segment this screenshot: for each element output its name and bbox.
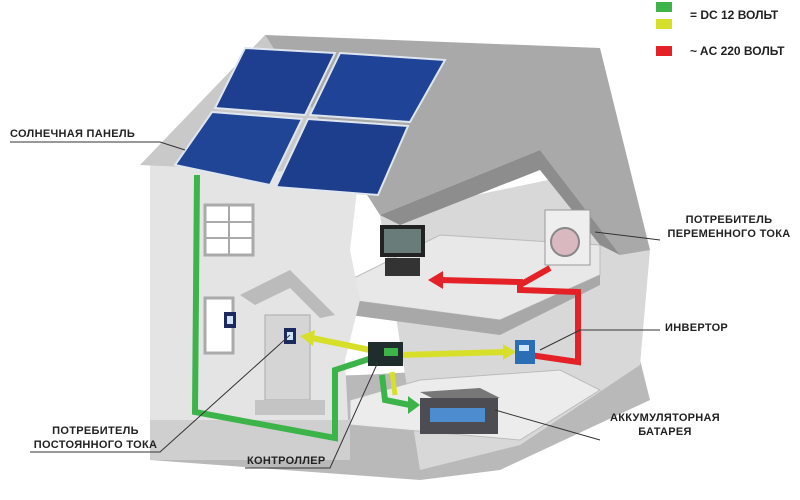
label-dc-consumer-line1: ПОТРЕБИТЕЛЬ: [52, 425, 139, 437]
label-ac-consumer: ПОТРЕБИТЕЛЬ ПЕРЕМЕННОГО ТОКА: [660, 213, 798, 241]
dc-wire-yellow-inverter: [399, 349, 506, 358]
dc-wire-yellow-battery: [389, 371, 398, 396]
label-battery: АККУМУЛЯТОРНАЯ БАТАРЕЯ: [600, 411, 730, 439]
inverter-icon: [515, 340, 535, 364]
wall-lamp-icon: [284, 328, 296, 344]
label-solar-panel: СОЛНЕЧНАЯ ПАНЕЛЬ: [10, 128, 136, 140]
washing-machine-icon: [544, 209, 591, 266]
ac-wire-red: [439, 277, 581, 366]
solar-panel: [213, 46, 337, 117]
window-upper: [203, 203, 255, 257]
porch-steps: [255, 400, 325, 415]
label-dc-consumer: ПОТРЕБИТЕЛЬ ПОСТОЯННОГО ТОКА: [28, 424, 163, 452]
label-ac-consumer-line1: ПОТРЕБИТЕЛЬ: [685, 214, 773, 226]
arrow-red: [428, 271, 443, 289]
solar-panel-array: [173, 46, 447, 197]
roof-underside: [380, 150, 620, 255]
label-inverter: ИНВЕРТОР: [665, 322, 729, 334]
label-dc-consumer-line2: ПОСТОЯННОГО ТОКА: [33, 439, 158, 451]
porch-roof: [240, 270, 335, 318]
label-battery-line2: БАТАРЕЯ: [638, 426, 692, 438]
label-battery-line1: АККУМУЛЯТОРНАЯ: [609, 412, 721, 424]
legend-swatch-green: [656, 2, 672, 12]
leader-lines: [10, 141, 661, 469]
legend-swatch-red: [656, 46, 672, 56]
dc-wire-yellow-lamp: [311, 335, 371, 353]
solar-panel: [274, 117, 410, 197]
dc-wire-green: [191, 174, 373, 442]
tv-icon: [380, 225, 425, 276]
arrow-yellow: [300, 330, 315, 346]
label-controller: КОНТРОЛЛЕР: [247, 455, 326, 467]
dc-wire-green-battery: [379, 374, 411, 408]
controller-icon: [368, 342, 403, 366]
ac-wire-red-washer: [518, 265, 552, 288]
front-door: [264, 314, 311, 401]
arrow-green: [408, 396, 420, 414]
battery-icon: [420, 388, 500, 434]
legend-ac: ~ AC 220 ВОЛЬТ: [690, 44, 785, 58]
upper-floor-edge: [350, 275, 600, 335]
arrow-yellow: [503, 344, 516, 360]
solar-panel: [308, 51, 447, 124]
legend-swatch-yellow: [656, 19, 672, 29]
legend-dc: = DC 12 ВОЛЬТ: [690, 8, 779, 22]
solar-panel: [173, 110, 304, 187]
label-ac-consumer-line2: ПЕРЕМЕННОГО ТОКА: [667, 228, 791, 240]
wall-lamp-icon: [224, 312, 236, 328]
